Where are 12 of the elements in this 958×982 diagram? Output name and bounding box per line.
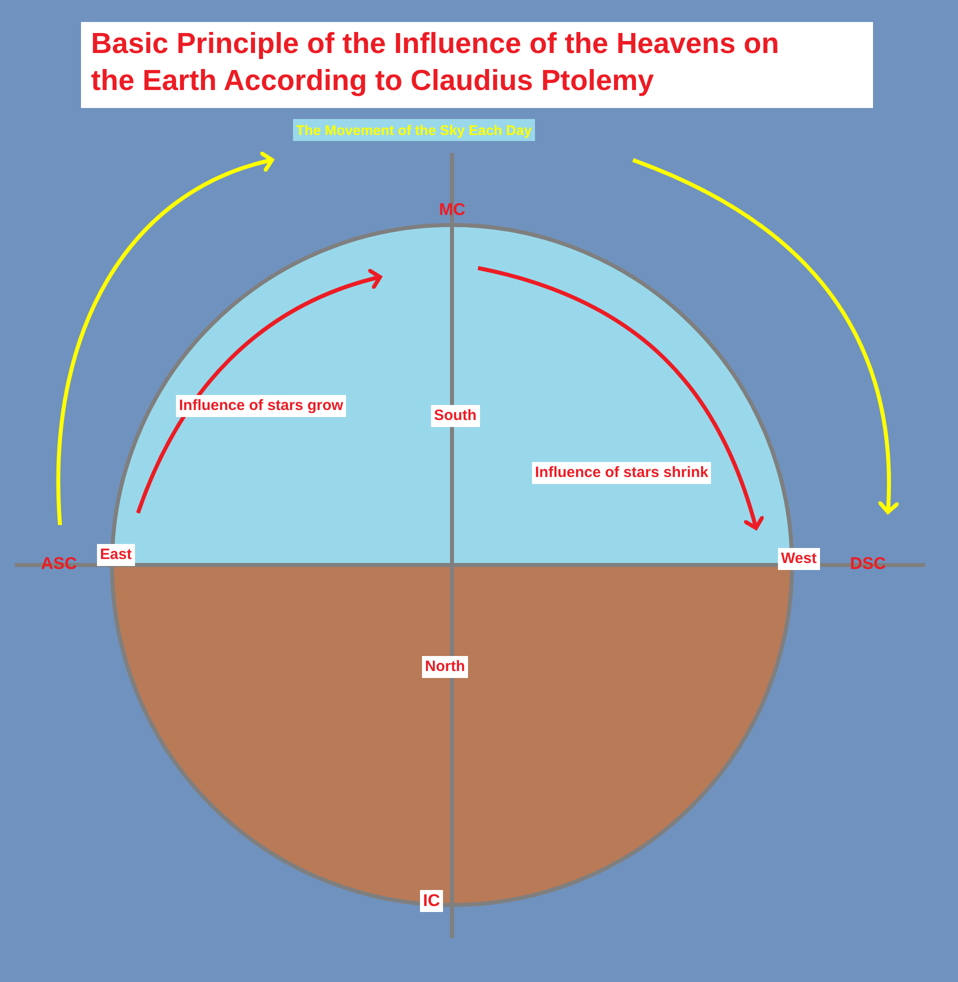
point-label: DSC [849, 553, 887, 575]
direction-label: South [431, 405, 480, 427]
point-label: MC [438, 199, 466, 221]
point-label: IC [420, 890, 443, 912]
point-label: ASC [40, 553, 78, 575]
direction-label: North [422, 656, 468, 678]
direction-label: Influence of stars grow [176, 395, 346, 417]
direction-label: East [97, 544, 135, 566]
title: Basic Principle of the Influence of the Heavens on the Earth According to Claudius Ptolemy [81, 22, 873, 108]
direction-label: West [778, 548, 820, 570]
direction-label: The Movement of the Sky Each Day [293, 119, 535, 141]
direction-label: Influence of stars shrink [532, 462, 712, 484]
